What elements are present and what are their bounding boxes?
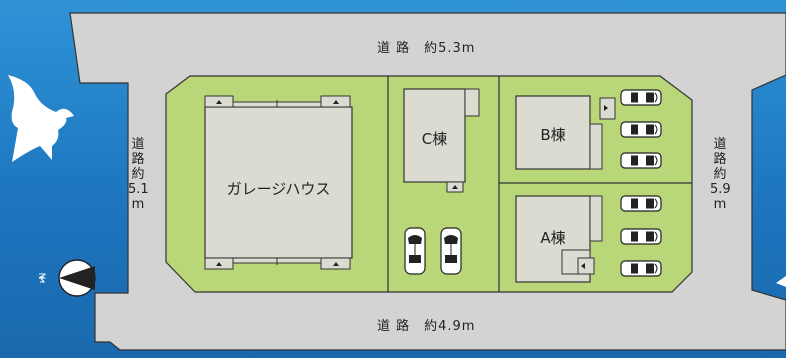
car-icon: [620, 195, 662, 212]
compass-icon: [39, 259, 96, 297]
car-icon: [620, 228, 662, 245]
edge-ornament: [776, 276, 786, 287]
road-label-right: 道 路 約 5.9 m: [710, 137, 731, 212]
building-c: [403, 88, 480, 193]
car-icon: [620, 152, 662, 169]
car-icon: [620, 89, 662, 106]
building-a-label: A棟: [540, 229, 566, 247]
car-icon: [440, 227, 462, 275]
garage-house-label: ガレージハウス: [226, 180, 331, 198]
garage-house-building: [204, 95, 353, 270]
building-b-label: B棟: [540, 126, 566, 144]
road-label-bottom: 道 路 約4.9m: [377, 319, 476, 334]
building-c-label: C棟: [421, 130, 448, 148]
building-a: [515, 195, 603, 283]
bird-icon: [8, 75, 74, 162]
car-icon: [404, 227, 426, 275]
building-b: [515, 95, 616, 170]
compass-n-label: N: [38, 272, 49, 280]
car-icon: [620, 121, 662, 138]
road-label-top: 道 路 約5.3m: [377, 41, 476, 56]
road-label-left: 道 路 約 5.1 m: [128, 137, 149, 212]
car-icon: [620, 260, 662, 277]
